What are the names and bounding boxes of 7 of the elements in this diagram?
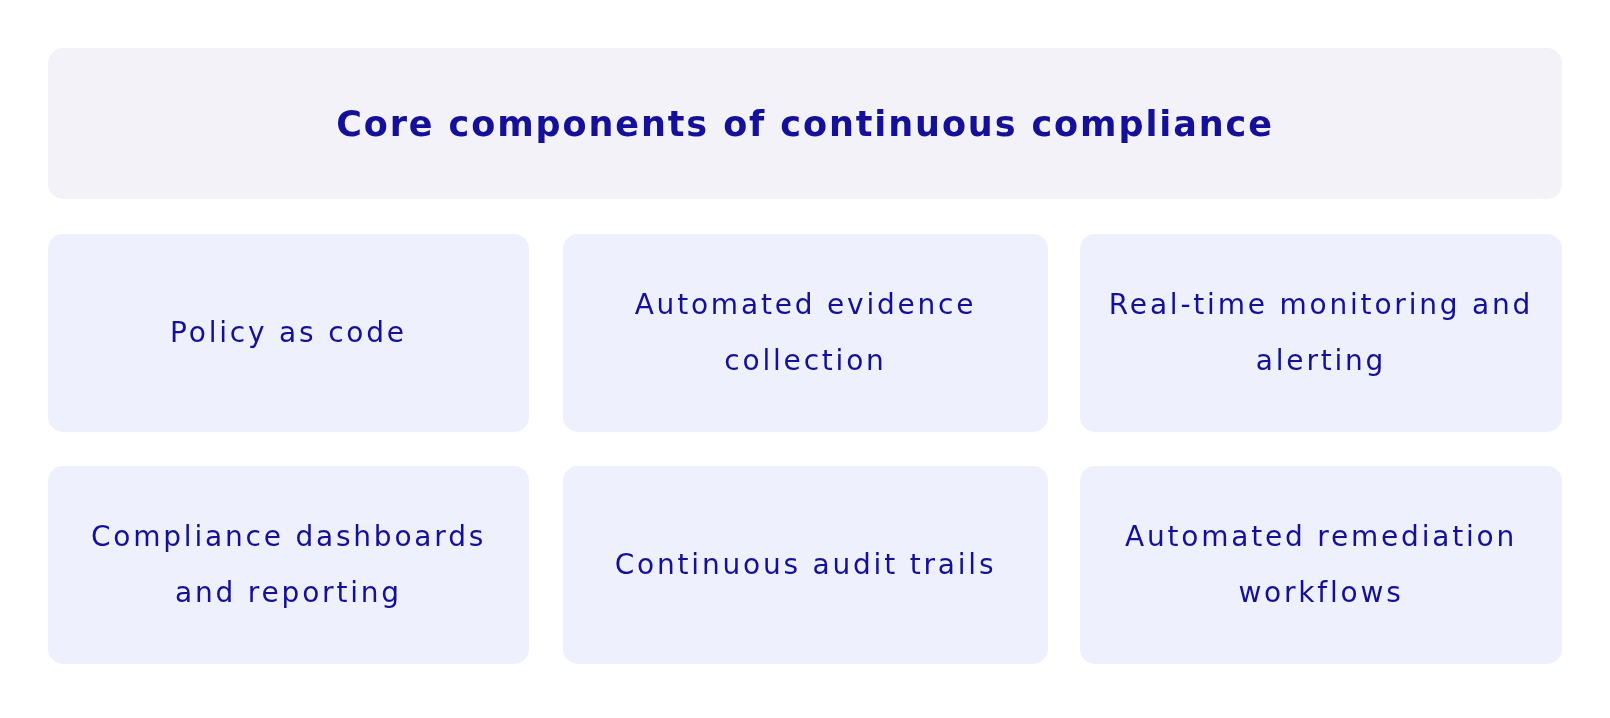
card-label: Automated evidence collection — [633, 287, 978, 379]
card-label: Policy as code — [170, 315, 407, 351]
title-text: Core components of continuous compliance — [336, 103, 1274, 144]
card-label: Compliance dashboards and reporting — [89, 519, 488, 611]
card-label: Real-time monitoring and alerting — [1107, 287, 1535, 379]
card-label: Continuous audit trails — [614, 547, 997, 583]
card-label: Automated remediation workflows — [1123, 519, 1519, 611]
